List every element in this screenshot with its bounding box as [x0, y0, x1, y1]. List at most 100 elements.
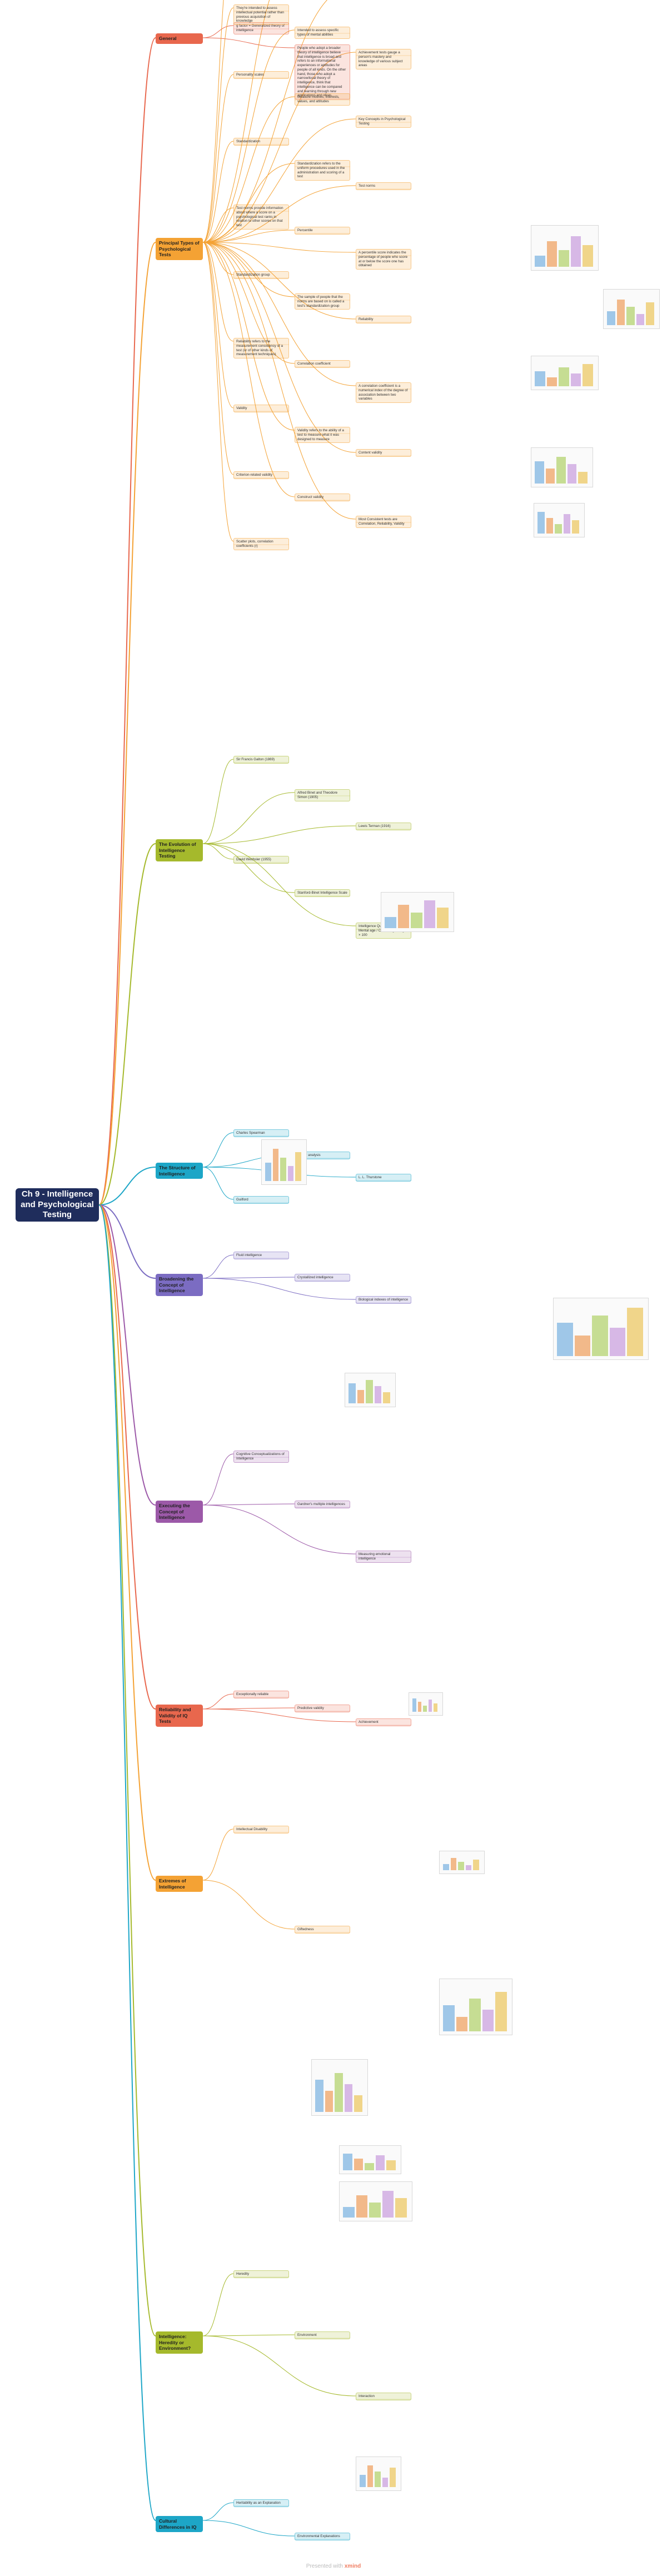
connector-line — [202, 2502, 234, 2521]
connector-line — [98, 1204, 156, 1710]
branch-structure[interactable]: The Structure of Intelligence — [156, 1163, 203, 1179]
thumbnail-stripe — [385, 916, 396, 928]
node-evolution-3[interactable]: David Wechsler (1955) — [233, 856, 289, 864]
connector-line — [202, 1693, 234, 1710]
connector-line — [202, 1167, 234, 1200]
connector-line — [98, 1204, 156, 2336]
node-executing-2[interactable]: Measuring emotional intelligence — [356, 1551, 411, 1563]
node-general-0[interactable]: g factor = Generalized theory of intelli… — [233, 22, 289, 34]
connector-line — [202, 242, 356, 453]
node-types-22[interactable]: Validity refers to the ability of a test… — [295, 427, 350, 444]
connector-line — [202, 1453, 234, 1506]
node-types-15[interactable]: Standardization group — [233, 271, 289, 279]
node-reliability-2[interactable]: Achievement — [356, 1718, 411, 1726]
node-types-23[interactable]: Content validity — [356, 449, 411, 457]
connector-line — [98, 1167, 156, 1205]
branch-executing[interactable]: Executing the Concept of Intelligence — [156, 1501, 203, 1523]
node-executing-1[interactable]: Gardner's multiple intelligences — [295, 1501, 350, 1508]
connector-line — [202, 207, 234, 243]
node-types-8[interactable]: Key Concepts in Psychological Testing — [356, 116, 411, 128]
node-heredity-2[interactable]: Interaction — [356, 2393, 411, 2400]
node-types-27[interactable]: Scatter plots, correlation coefficients … — [233, 538, 289, 550]
heritability-bar-image — [311, 2059, 368, 2116]
node-types-26[interactable]: Most Consistent tests are Correlation, R… — [356, 516, 411, 528]
connector-line — [202, 52, 356, 243]
node-types-14[interactable]: A percentile score indicates the percent… — [356, 249, 411, 270]
node-reliability-1[interactable]: Predictive validity — [295, 1705, 350, 1712]
branch-cultural[interactable]: Cultural Differences in IQ — [156, 2516, 203, 2533]
node-heredity-0[interactable]: Heredity — [233, 2270, 289, 2278]
thumbnail-stripe — [450, 1858, 457, 1870]
node-cultural-0[interactable]: Heritability as an Explanation — [233, 2499, 289, 2507]
branch-types[interactable]: Principal Types of Psychological Tests — [156, 238, 203, 260]
construct-diagram-image — [534, 503, 585, 537]
node-structure-1[interactable]: Factor analysis — [295, 1152, 350, 1159]
node-types-24[interactable]: Criterion-related validity — [233, 471, 289, 479]
node-types-20[interactable]: A correlation coefficient is a numerical… — [356, 382, 411, 403]
node-evolution-0[interactable]: Sir Francis Galton (1869) — [233, 756, 289, 764]
node-broadening-2[interactable]: Biological indexes of intelligence — [356, 1296, 411, 1304]
node-types-11[interactable]: Test norms — [356, 182, 411, 190]
connector-line — [202, 163, 295, 243]
node-evolution-2[interactable]: Lewis Terman (1916) — [356, 823, 411, 830]
thumbnail-stripe — [546, 377, 558, 386]
branch-heredity[interactable]: Intelligence: Heredity or Environment? — [156, 2331, 203, 2354]
thumbnail-stripe — [315, 2079, 323, 2112]
node-types-19[interactable]: Correlation coefficient — [295, 360, 350, 368]
branch-general[interactable]: General — [156, 33, 203, 44]
connector-line — [202, 242, 356, 520]
thumbnail-stripe — [357, 1389, 365, 1403]
connector-line — [202, 242, 356, 253]
node-types-7[interactable]: Measure motives, interests, values, and … — [295, 93, 350, 106]
connector-line — [202, 843, 295, 893]
node-heredity-1[interactable]: Environment — [295, 2331, 350, 2339]
thumbnail-stripe — [390, 2467, 396, 2487]
branch-extremes[interactable]: Extremes of Intelligence — [156, 1876, 203, 1892]
node-broadening-0[interactable]: Fluid intelligence — [233, 1252, 289, 1259]
node-cultural-1[interactable]: Environmental Explanations — [295, 2533, 350, 2540]
node-reliability-0[interactable]: Exceptionally reliable — [233, 1691, 289, 1698]
thumbnail-stripe — [567, 464, 577, 484]
twin-study-image — [339, 2181, 412, 2221]
thumbnail-stripe — [354, 2158, 364, 2170]
thumbnail-stripe — [417, 1702, 422, 1712]
connector-line — [202, 242, 295, 431]
node-types-10[interactable]: Standardization refers to the uniform pr… — [295, 160, 350, 181]
triarchic-triangle-image — [553, 1298, 649, 1360]
root-topic[interactable]: Ch 9 - Intelligence and Psychological Te… — [16, 1188, 99, 1222]
node-types-5[interactable]: Achievement tests gauge a person's maste… — [356, 49, 411, 69]
connector-line — [202, 1828, 234, 1881]
thumbnail-stripe — [344, 2084, 353, 2112]
branch-reliability[interactable]: Reliability and Validity of IQ Tests — [156, 1705, 203, 1727]
node-extremes-0[interactable]: Intellectual Disability — [233, 1826, 289, 1833]
branch-broadening[interactable]: Broadening the Concept of Intelligence — [156, 1274, 203, 1296]
node-extremes-1[interactable]: Giftedness — [295, 1926, 350, 1934]
node-executing-0[interactable]: Cognitive Conceptualizations of Intellig… — [233, 1451, 289, 1463]
node-evolution-1[interactable]: Alfred Binet and Theodore Simon (1905) — [295, 789, 350, 801]
node-structure-3[interactable]: Guilford — [233, 1196, 289, 1204]
node-types-18[interactable]: Reliability refers to the measurement co… — [233, 338, 289, 358]
node-structure-2[interactable]: L. L. Thurstone — [356, 1174, 411, 1182]
thumbnail-stripe — [607, 311, 615, 325]
node-types-17[interactable]: Reliability — [356, 316, 411, 323]
node-evolution-4[interactable]: Stanford-Binet Intelligence Scale — [295, 889, 350, 897]
thumbnail-stripe — [555, 524, 562, 534]
node-types-16[interactable]: The sample of people that the norms are … — [295, 293, 350, 310]
node-types-9[interactable]: Standardization — [233, 138, 289, 146]
node-types-3[interactable]: They're intended to assess intellectual … — [233, 4, 289, 25]
node-types-13[interactable]: Percentile — [295, 227, 350, 235]
wechsler-scale-image — [381, 892, 454, 932]
node-broadening-1[interactable]: Crystallized intelligence — [295, 1274, 350, 1282]
node-types-21[interactable]: Validity — [233, 405, 289, 412]
node-types-4[interactable]: Intended to assess specific types of men… — [295, 27, 350, 39]
node-types-6[interactable]: Personality scales — [233, 71, 289, 79]
thumbnail-stripe — [360, 2475, 366, 2487]
thumbnail-stripe — [443, 2005, 455, 2031]
branch-evolution[interactable]: The Evolution of Intelligence Testing — [156, 839, 203, 861]
thumbnail-stripe — [545, 469, 555, 484]
connector-line — [202, 2334, 295, 2336]
node-general-1[interactable]: People who adopt a broader theory of int… — [295, 44, 350, 99]
node-types-25[interactable]: Construct validity — [295, 494, 350, 501]
node-structure-0[interactable]: Charles Spearman — [233, 1129, 289, 1137]
node-types-12[interactable]: Test norms provide information about whe… — [233, 205, 289, 230]
